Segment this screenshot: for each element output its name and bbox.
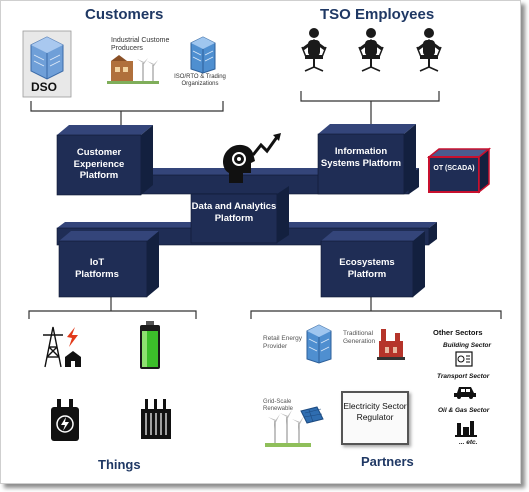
oil-gas-sector-label: Oil & Gas Sector [438, 407, 490, 414]
tso-employees-title: TSO Employees [320, 6, 435, 23]
analytics-head-icon [223, 133, 281, 183]
connector-lines [28, 91, 502, 319]
customers-title: Customers [85, 6, 164, 23]
dso-building-icon [22, 30, 72, 98]
dso-label: DSO [31, 80, 58, 94]
building-sector-label: Building Sector [443, 342, 492, 349]
retail-energy-label: Retail Energy Provider [263, 335, 303, 350]
power-plant-icon [377, 329, 405, 360]
transport-sector-label: Transport Sector [437, 373, 490, 380]
things-title: Things [98, 457, 141, 472]
power-tower-icon [43, 326, 81, 368]
substation-transformer-icon [141, 399, 171, 439]
customers-bracket [30, 101, 224, 112]
transformer-icon [51, 399, 79, 441]
information-systems-platform-box [317, 133, 405, 195]
ecosystems-platform-box [320, 240, 414, 298]
traditional-generation-label: Traditional Generation [343, 330, 376, 345]
ot-scada-label: OT (SCADA) [433, 165, 475, 172]
grid-scale-renewable-label: Grid-Scale Renewable [263, 399, 294, 412]
partners-title: Partners [361, 454, 414, 469]
industrial-factory-icon [107, 55, 159, 84]
information-systems-platform-label: Information Systems Platform [320, 146, 402, 169]
iso-rto-building-icon [190, 36, 216, 74]
regulator-box: Electricity Sector Regulator [341, 391, 409, 445]
retail-building-icon [306, 324, 332, 364]
oil-refinery-icon [455, 421, 477, 437]
battery-icon [140, 321, 160, 369]
etc-label: ... etc. [459, 439, 478, 446]
building-sector-icon [455, 351, 473, 367]
car-icon [454, 387, 476, 399]
industrial-label: Industrial Custome Producers [111, 37, 170, 52]
regulator-label: Electricity Sector Regulator [343, 401, 407, 422]
ot-scada-box [428, 156, 480, 193]
data-analytics-platform-box [190, 193, 278, 244]
things-bracket [28, 310, 197, 319]
customer-experience-platform-label: Customer Experience Platform [73, 147, 125, 181]
diagram-page: Customers TSO Employees Things Partners … [0, 0, 521, 484]
renewable-wind-solar-icon [265, 406, 324, 447]
iso-rto-label: ISO/RTO & Trading Organizations [174, 74, 226, 87]
platform-structure [56, 124, 492, 298]
iot-platforms-label: IoT Platforms [75, 257, 119, 280]
other-sectors-label: Other Sectors [433, 328, 483, 337]
data-analytics-platform-label: Data and Analytics Platform [191, 201, 277, 224]
tso-bracket [300, 91, 440, 102]
cube-top [57, 125, 153, 135]
partners-bracket [250, 310, 502, 319]
ecosystems-platform-label: Ecosystems Platform [339, 257, 395, 280]
iot-platforms-box [58, 240, 148, 298]
